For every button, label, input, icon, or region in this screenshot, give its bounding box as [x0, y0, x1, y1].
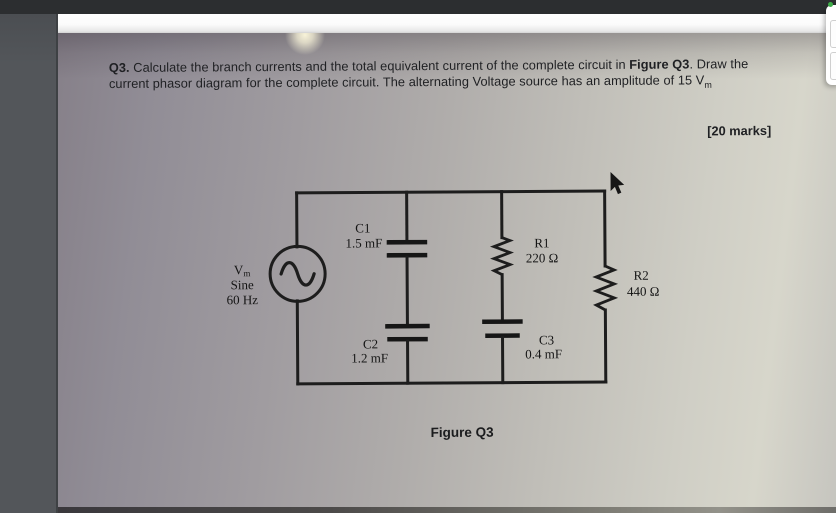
source-frequency-label: 60 Hz: [227, 292, 259, 307]
resistor-r2-symbol: [592, 264, 619, 312]
document-photo: Q3. Calculate the branch currents and th…: [58, 33, 836, 507]
bottom-wire: [296, 380, 608, 386]
green-indicator-icon: [828, 2, 833, 7]
capacitor-c3-symbol: [482, 319, 523, 385]
toolbar-button[interactable]: [830, 52, 836, 80]
side-panel: [0, 14, 58, 513]
page-top-edge: [58, 14, 836, 33]
exam-paper: Q3. Calculate the branch currents and th…: [57, 31, 836, 510]
figure-caption: Figure Q3: [431, 425, 495, 440]
r1-value: 220 Ω: [526, 250, 559, 265]
mouse-cursor-icon: [610, 171, 625, 195]
c1-name: C1: [355, 220, 370, 235]
c3-name: C3: [539, 332, 554, 347]
capacitor-c1-symbol: [386, 190, 428, 258]
sine-wave-icon: [279, 261, 316, 287]
toolbar-button[interactable]: [830, 20, 836, 48]
resistor-r1-symbol: [489, 190, 515, 322]
left-wire: [295, 191, 300, 386]
circuit-diagram: Vm Sine 60 Hz C1 1.5 mF C2 1.2: [227, 171, 660, 440]
floating-toolbar: [826, 5, 836, 85]
photo-bottom-edge: [58, 507, 836, 513]
r2-name: R2: [634, 268, 649, 283]
source-waveform-label: Sine: [231, 277, 254, 292]
top-wire: [295, 189, 607, 195]
right-wire: [603, 189, 608, 384]
c2-value: 1.2 mF: [351, 350, 388, 365]
voltage-source-symbol: [268, 244, 327, 303]
c2-name: C2: [363, 336, 378, 351]
source-voltage-label: Vm: [234, 262, 251, 278]
c1-value: 1.5 mF: [345, 235, 382, 250]
r1-name: R1: [534, 235, 549, 250]
capacitor-c2-symbol: [385, 323, 430, 385]
c3-value: 0.4 mF: [525, 346, 562, 361]
window-top-bar: [0, 0, 836, 14]
r2-value: 440 Ω: [627, 284, 660, 299]
